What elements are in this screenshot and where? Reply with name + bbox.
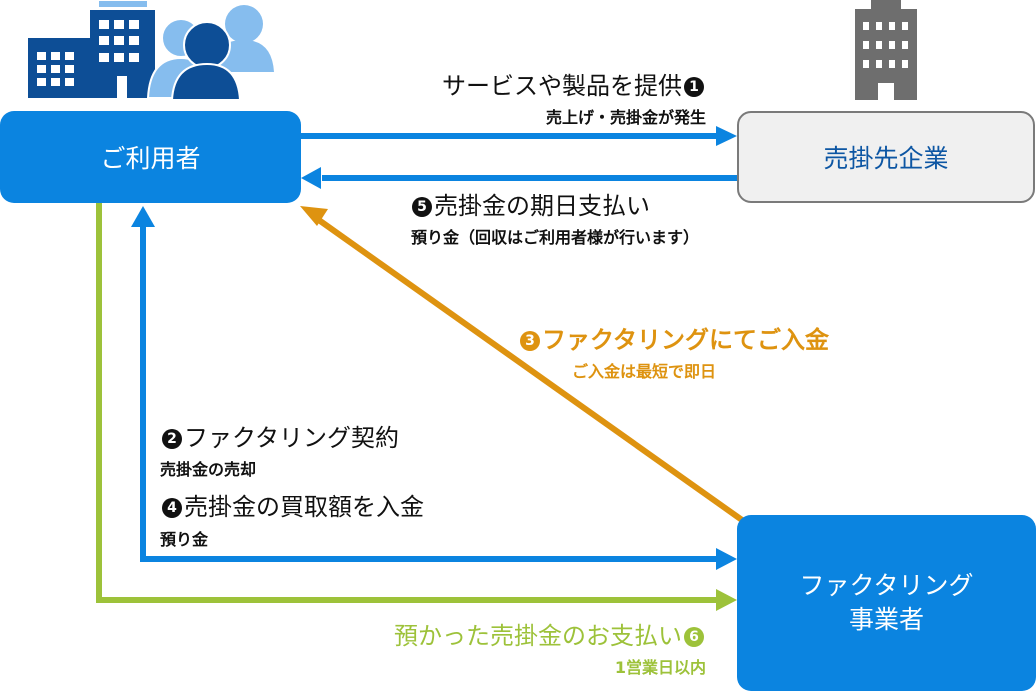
step-3-sub: ご入金は最短で即日 (572, 362, 717, 381)
step-5-badge: 5 (412, 197, 432, 217)
factor-node-label-2: 事業者 (848, 605, 924, 634)
arrow-1-provide (300, 126, 737, 146)
client-building-icon (855, 0, 917, 100)
user-node: ご利用者 (0, 111, 301, 203)
user-building-icon (28, 1, 155, 98)
step-5-title-text: 売掛金の期日支払い (434, 192, 650, 220)
step-1-badge: 1 (684, 77, 704, 97)
step-6-badge: 6 (684, 627, 704, 647)
step-1-title-text: サービスや製品を提供 (442, 72, 682, 100)
step-4-sub: 預り金 (160, 530, 209, 549)
arrow-6-remit (96, 203, 737, 611)
arrow-3-funding (300, 206, 744, 523)
step-1-sub: 売上げ・売掛金が発生 (545, 108, 706, 127)
arrow-5-payment (301, 167, 737, 189)
step-2-sub: 売掛金の売却 (160, 460, 257, 479)
step-5-sub: 預り金（回収はご利用者様が行います） (411, 228, 700, 247)
user-node-label: ご利用者 (100, 144, 201, 173)
step-6-title-text: 預かった売掛金のお支払い (394, 622, 682, 650)
factor-node: ファクタリング 事業者 (737, 515, 1036, 691)
step-3-badge: 3 (520, 331, 540, 351)
step-2-badge: 2 (162, 429, 182, 449)
client-node-label: 売掛先企業 (823, 144, 949, 173)
step-4-title-text: 売掛金の買取額を入金 (184, 493, 424, 521)
step-4-badge: 4 (162, 498, 182, 518)
arrow-2-4-contract (131, 206, 737, 570)
factor-node-label-1: ファクタリング (799, 571, 974, 600)
step-2-title-text: ファクタリング契約 (184, 424, 400, 452)
people-icon (146, 5, 274, 101)
step-6-sub: 1営業日以内 (614, 658, 706, 677)
client-node: 売掛先企業 (737, 111, 1035, 203)
step-3-title-text: ファクタリングにてご入金 (542, 326, 830, 354)
